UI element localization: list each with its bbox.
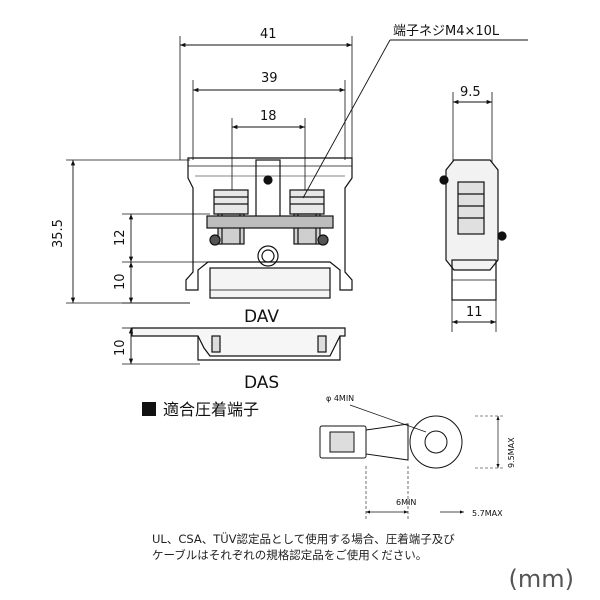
screw-leader [302,39,391,199]
terminal-housing [185,157,353,291]
front-view [66,36,528,304]
dim-11: 11 [466,305,483,320]
terminal-min-length: 6MIN [396,498,416,507]
das-rail [122,327,346,365]
terminal-phi: φ 4MIN [326,394,354,403]
dim-10-a: 10 [113,273,128,290]
terminal-heading: 適合圧着端子 [163,400,259,419]
dim-39: 39 [261,71,278,86]
dim-18: 18 [260,109,277,124]
note-line-2: ケーブルはそれぞれの規格認定品をご使用ください。 [152,548,428,562]
rail-dav-label: DAV [244,307,279,327]
screw-label: 端子ネジM4×10L [393,24,500,39]
terminal-max-width: 5.7MAX [472,509,503,518]
note-line-1: UL、CSA、TÜV認定品として使用する場合、圧着端子及び [152,532,455,546]
dim-12: 12 [113,229,128,246]
dim-41: 41 [260,27,277,42]
rail-das-label: DAS [244,373,279,393]
terminal-max-height: 9.5MAX [507,437,516,468]
crimp-terminal [319,404,505,520]
side-view [439,92,507,332]
dim-35-5: 35.5 [51,219,66,248]
dim-10-b: 10 [113,339,128,356]
unit-label: (mm) [508,565,574,593]
bullet-square [142,402,156,416]
dim-9-5: 9.5 [460,85,481,100]
